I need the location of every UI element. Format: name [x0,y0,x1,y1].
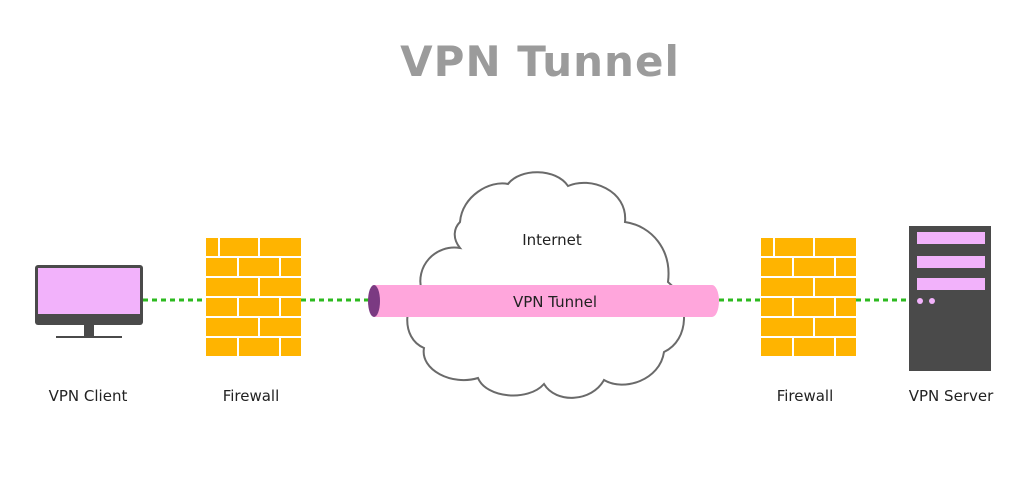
drive-bay [917,278,985,290]
brick [239,298,279,316]
brick [206,278,258,296]
brick [815,238,856,256]
drive-bay [917,232,985,244]
internet-label: Internet [522,231,582,249]
pipe-icon [368,285,719,317]
firewall-right-label: Firewall [777,387,834,405]
brick [836,338,856,356]
firewall-left-node: Firewall [206,238,301,405]
server-tower-icon [909,226,991,371]
brick [761,278,813,296]
brick [206,238,218,256]
brick [281,298,301,316]
brick [260,278,301,296]
firewall-right-node: Firewall [761,238,856,405]
firewall-left-label: Firewall [223,387,280,405]
brick [836,258,856,276]
brick [281,338,301,356]
brick-wall-icon [206,238,301,356]
vpn-client-node: VPN Client [35,265,143,405]
brick [260,238,301,256]
brick [794,298,834,316]
brick [206,318,258,336]
brick [775,238,813,256]
brick [260,318,301,336]
brick [761,238,773,256]
vpn-server-label: VPN Server [909,387,994,405]
brick [206,258,237,276]
brick [794,258,834,276]
vpn-tunnel-node: VPN Tunnel [368,285,719,317]
monitor-icon [35,265,143,338]
brick [815,318,856,336]
brick [206,338,237,356]
brick [220,238,258,256]
diagram-title: VPN Tunnel [400,37,680,86]
brick [815,278,856,296]
brick [281,258,301,276]
status-light [917,298,923,304]
status-light [929,298,935,304]
brick [761,318,813,336]
brick [794,338,834,356]
drive-bay [917,256,985,268]
vpn-client-label: VPN Client [49,387,128,405]
vpn-server-node: VPN Server [909,226,994,405]
brick [239,338,279,356]
brick [836,298,856,316]
vpn-tunnel-label: VPN Tunnel [513,293,597,311]
brick-wall-icon [761,238,856,356]
brick [239,258,279,276]
brick [206,298,237,316]
brick [761,258,792,276]
brick [761,338,792,356]
brick [761,298,792,316]
